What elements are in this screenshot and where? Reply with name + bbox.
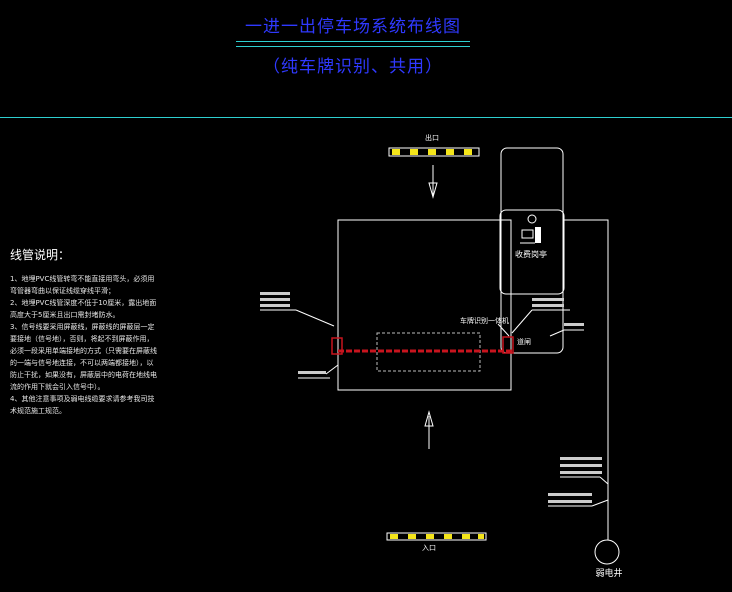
weak-current-well xyxy=(594,539,620,565)
booth-camera-icon xyxy=(527,214,537,224)
well-annotation-top xyxy=(560,457,609,485)
right-annotation-mid xyxy=(549,323,584,337)
well-label: 弱电井 xyxy=(595,567,622,579)
cable-booth-to-well xyxy=(563,219,609,540)
camera-unit-label: 车牌识别一体机 xyxy=(460,316,509,325)
gate-motor-left xyxy=(331,337,343,355)
computer-icon xyxy=(520,227,541,244)
booth-inner xyxy=(499,209,565,295)
title-underline-2 xyxy=(236,46,470,47)
note-4: 4、其他注意事项及弱电线缆要求请参考我司技术规范施工规范。 xyxy=(10,395,155,415)
left-annotation-bottom xyxy=(298,364,339,379)
note-3: 3、信号线要采用屏蔽线，屏蔽线的屏蔽层一定要接地（信号地），否则，将起不到屏蔽作… xyxy=(10,323,157,391)
lane-area xyxy=(337,219,512,391)
left-annotation-top xyxy=(260,292,335,327)
entrance-direction-arrow xyxy=(424,410,434,449)
header-divider xyxy=(0,117,732,118)
note-1: 1、地埋PVC线管转弯不能直接用弯头，必须用弯管器弯曲以保证线缆穿线平滑； xyxy=(10,275,155,295)
exit-label: 出口 xyxy=(425,133,439,142)
camera-leader xyxy=(497,323,510,337)
gate-motor-right xyxy=(502,336,514,354)
diagram-subtitle: （纯车牌识别、共用） xyxy=(263,57,443,77)
exit-barrier xyxy=(388,147,480,157)
diagram-title: 一进一出停车场系统布线图 xyxy=(245,17,461,37)
entrance-barrier xyxy=(386,532,487,541)
title-underline-1 xyxy=(236,41,470,42)
well-annotation-bottom xyxy=(548,493,609,507)
wiring-notes: 线管说明： 1、地埋PVC线管转弯不能直接用弯头，必须用弯管器弯曲以保证线缆穿线… xyxy=(10,246,160,417)
gate-label: 道闸 xyxy=(517,337,531,346)
note-2: 2、地埋PVC线管深度不低于10厘米，露出地面高度大于5厘米且出口需封堵防水。 xyxy=(10,299,157,319)
entrance-label: 入口 xyxy=(422,544,436,552)
right-annotation-top xyxy=(511,298,570,334)
booth-label: 收费岗亭 xyxy=(515,249,547,259)
notes-heading: 线管说明： xyxy=(10,248,71,262)
toll-booth xyxy=(500,147,564,354)
exit-direction-arrow xyxy=(428,165,438,199)
